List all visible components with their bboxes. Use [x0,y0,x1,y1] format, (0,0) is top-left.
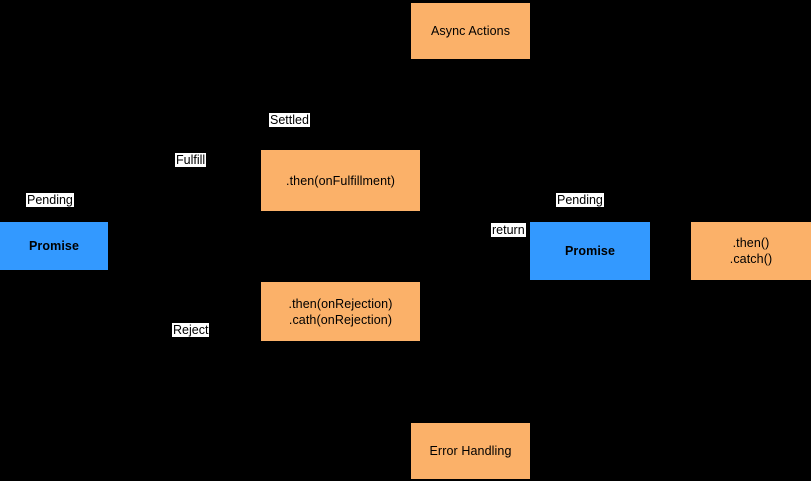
node-error-handling[interactable]: Error Handling [411,423,530,479]
edge-label-settled: Settled [269,113,310,127]
edge-label-return: return [491,223,526,237]
node-error-handling-label: Error Handling [429,444,512,458]
node-async-actions[interactable]: Async Actions [411,3,530,59]
node-then-on-fulfillment-label: .then(onFulfillment) [286,173,395,188]
node-promise-right[interactable]: Promise [530,222,650,280]
edge-label-pending-left: Pending [26,193,74,207]
edge-label-fulfill: Fulfill [175,153,207,167]
node-then-catch[interactable]: .then() .catch() [691,222,811,280]
node-then-cath-on-rejection-line-1: .then(onRejection) [288,296,393,311]
node-promise-left[interactable]: Promise [0,222,108,270]
node-promise-right-label: Promise [564,244,616,258]
edge-label-reject: Reject [172,323,210,337]
node-promise-left-label: Promise [28,239,80,253]
node-then-cath-on-rejection[interactable]: .then(onRejection) .cath(onRejection) [261,282,420,341]
edge-label-pending-right: Pending [556,193,604,207]
node-then-catch-line-1: .then() [732,236,770,250]
node-then-on-fulfillment[interactable]: .then(onFulfillment) [261,150,420,211]
node-then-cath-on-rejection-line-2: .cath(onRejection) [288,312,393,327]
node-async-actions-label: Async Actions [430,24,511,38]
node-then-catch-line-2: .catch() [729,252,773,266]
